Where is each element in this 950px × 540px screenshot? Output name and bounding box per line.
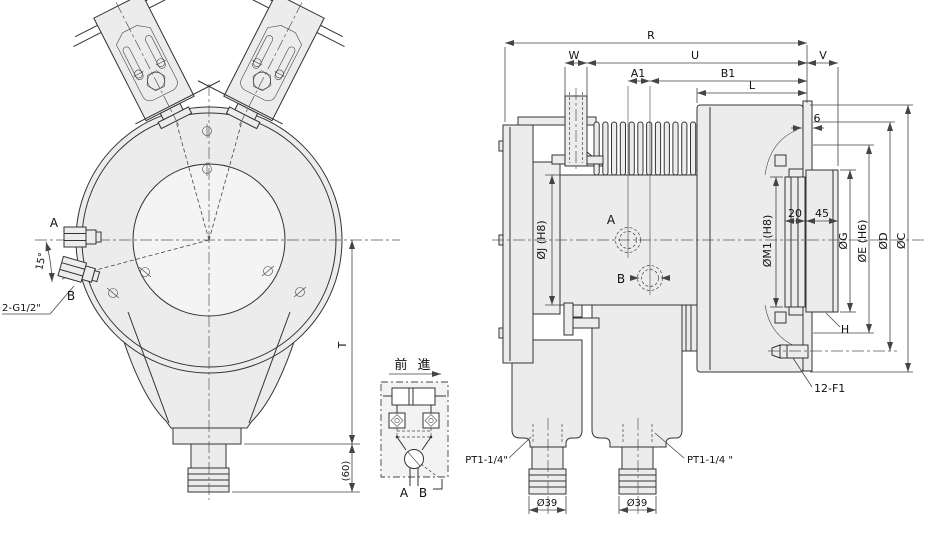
side-port-a-label: A	[607, 213, 616, 227]
front-view: 15° 2-G1/2" A B T (60)	[2, 0, 400, 500]
dim-l-label: L	[749, 79, 756, 92]
bolt-12f1	[771, 344, 809, 359]
dim-r-label: R	[647, 29, 655, 42]
angle-dim-label: 15°	[34, 252, 48, 272]
collar	[532, 161, 561, 315]
schematic-title: 前 進	[394, 357, 433, 373]
hydraulic-schematic: 前 進 A B	[380, 357, 449, 500]
dia-e-label: ØE (H6)	[856, 220, 869, 263]
dim-v-label: V	[819, 49, 827, 62]
port-a-label: A	[50, 216, 59, 230]
dim-45-label: 45	[815, 207, 829, 220]
manifold-left	[511, 339, 583, 448]
thread-callout-label: 2-G1/2"	[2, 303, 41, 314]
barb-left-neck	[531, 446, 564, 470]
hub-ring-20	[784, 176, 806, 308]
barb-right-neck	[621, 446, 654, 470]
side-view: A B R W U V A1 B1 L 6 20 45 ØJ (H8) ØM1 …	[465, 29, 925, 516]
manifold-right	[591, 302, 683, 448]
dia39-right-label: Ø39	[627, 497, 648, 509]
schematic-port-a: A	[400, 486, 409, 500]
bolt-callout-label: 12-F1	[814, 382, 845, 395]
pt-right-label: PT1-1/4 "	[687, 455, 733, 466]
dia39-left-label: Ø39	[537, 497, 558, 509]
side-port-a	[615, 86, 641, 258]
port-fitting-b	[57, 255, 101, 283]
check-valve-left	[388, 412, 406, 429]
dim-h-label: H	[841, 323, 849, 336]
screw-holes	[106, 124, 307, 299]
port-fitting-a	[63, 226, 102, 248]
dim-t-label: T	[336, 341, 349, 349]
port-b-label: B	[67, 289, 75, 303]
side-bracket-bottom	[563, 302, 600, 336]
dia-j-label: ØJ (H8)	[535, 220, 548, 259]
dia-d-label: ØD	[877, 232, 890, 249]
rear-plate	[502, 124, 534, 364]
dim-20-label: 20	[788, 207, 802, 220]
dim-b1-label: B1	[721, 67, 736, 80]
dim-a1-label: A1	[631, 67, 646, 80]
base-block	[172, 427, 242, 445]
pt-left-label: PT1-1/4"	[465, 455, 508, 466]
side-port-b-label: B	[617, 272, 625, 286]
dia-m1-label: ØM1 (H8)	[761, 215, 774, 268]
rear-plate-lip	[517, 116, 597, 126]
schematic-port-b: B	[419, 486, 427, 500]
side-bracket-top	[551, 88, 604, 172]
dim-w-label: W	[569, 49, 580, 62]
dim-6-label: 6	[814, 112, 821, 125]
side-port-b	[630, 86, 670, 295]
check-valve-right	[422, 412, 440, 429]
dia-c-label: ØC	[895, 233, 908, 250]
front-barb-neck	[190, 443, 227, 469]
dim-u-label: U	[691, 49, 699, 62]
dim-60-label: (60)	[341, 461, 352, 482]
cooling-fins	[586, 121, 697, 176]
dia-g-label: ØG	[837, 232, 850, 249]
